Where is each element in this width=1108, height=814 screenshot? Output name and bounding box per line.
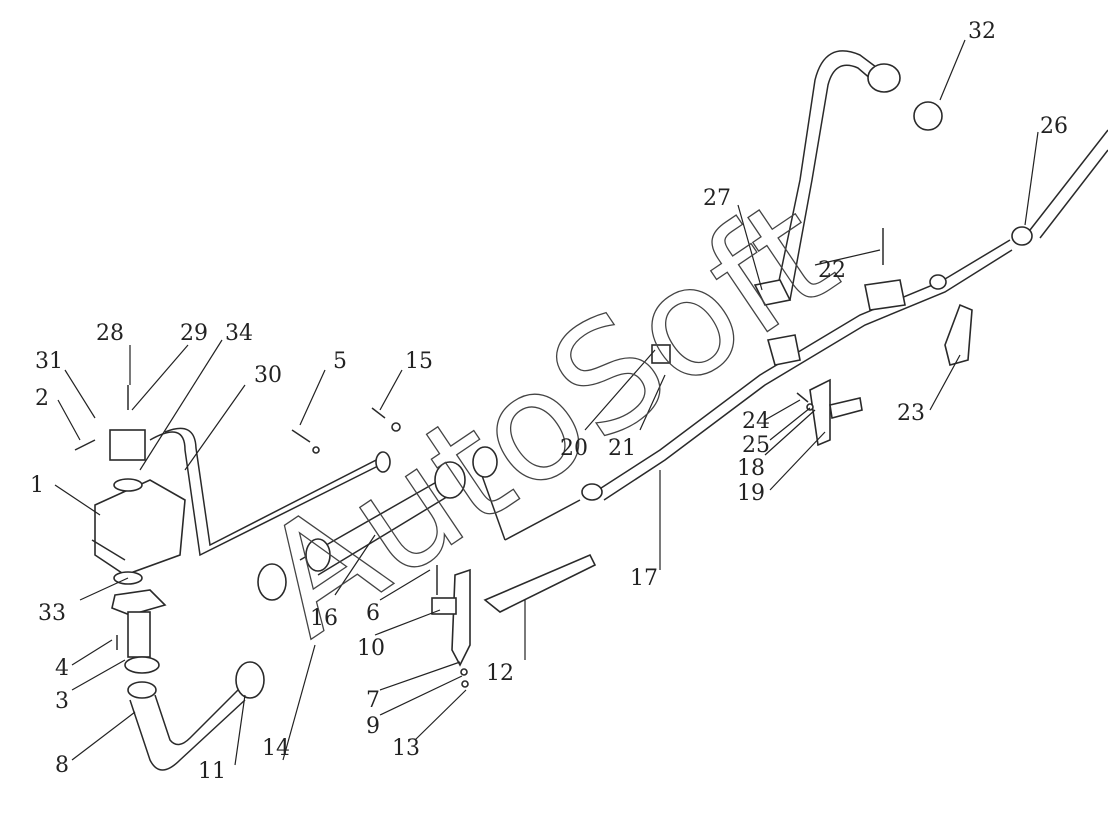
bolt-5 bbox=[291, 429, 311, 443]
bolt-15 bbox=[371, 407, 386, 419]
callout-27: 27 bbox=[703, 186, 731, 211]
pipe-nut-2 bbox=[929, 274, 947, 290]
callout-30: 30 bbox=[254, 363, 282, 388]
callout-17: 17 bbox=[630, 566, 658, 591]
nut-13 bbox=[461, 680, 469, 688]
bracket-12 bbox=[483, 553, 597, 613]
washer-9 bbox=[460, 668, 468, 676]
callout-9: 9 bbox=[366, 714, 380, 739]
callout-31: 31 bbox=[35, 349, 63, 374]
hose-clamp-2 bbox=[257, 563, 287, 601]
leader-lines bbox=[54, 39, 1039, 766]
bolt-2 bbox=[74, 439, 96, 451]
adapter-32 bbox=[913, 101, 943, 131]
callout-28: 28 bbox=[96, 321, 124, 346]
callout-24: 24 bbox=[742, 409, 770, 434]
callout-11: 11 bbox=[198, 759, 226, 784]
callout-15: 15 bbox=[405, 349, 433, 374]
callout-7: 7 bbox=[366, 688, 380, 713]
callout-34: 34 bbox=[225, 321, 253, 346]
union-nut-32 bbox=[867, 63, 901, 93]
pipe-nut bbox=[581, 483, 603, 501]
callout-4: 4 bbox=[55, 656, 69, 681]
callout-25: 25 bbox=[742, 433, 770, 458]
callout-32: 32 bbox=[968, 19, 996, 44]
callout-19: 19 bbox=[737, 481, 765, 506]
callout-16: 16 bbox=[310, 606, 338, 631]
callout-14: 14 bbox=[262, 736, 290, 761]
parts bbox=[74, 63, 1033, 699]
callout-5: 5 bbox=[333, 349, 347, 374]
callout-2: 2 bbox=[35, 386, 49, 411]
callout-33: 33 bbox=[38, 601, 66, 626]
hose-clamp bbox=[235, 661, 265, 699]
bracket-10 bbox=[451, 568, 471, 667]
callout-18: 18 bbox=[737, 456, 765, 481]
pipework bbox=[129, 50, 1108, 771]
callout-22: 22 bbox=[818, 258, 846, 283]
hose-clamp-3 bbox=[434, 461, 466, 499]
bolt-24 bbox=[796, 392, 809, 403]
bracket-18 bbox=[809, 378, 831, 447]
pipe-clamp-27 bbox=[753, 279, 792, 306]
callout-12: 12 bbox=[486, 661, 514, 686]
callout-20: 20 bbox=[560, 436, 588, 461]
pipe-clamp bbox=[766, 334, 801, 366]
pipe-clamp-22 bbox=[864, 279, 906, 311]
callout-3: 3 bbox=[55, 689, 69, 714]
gear-pump bbox=[94, 479, 186, 576]
callout-13: 13 bbox=[392, 736, 420, 761]
callout-1: 1 bbox=[30, 473, 44, 498]
callout-6: 6 bbox=[366, 601, 380, 626]
callout-26: 26 bbox=[1040, 114, 1068, 139]
pump-flange-block bbox=[109, 429, 146, 461]
suction-flange bbox=[111, 589, 167, 616]
callout-29: 29 bbox=[180, 321, 208, 346]
callout-23: 23 bbox=[897, 401, 925, 426]
callout-21: 21 bbox=[608, 436, 636, 461]
callout-8: 8 bbox=[55, 753, 69, 778]
bracket-23 bbox=[944, 303, 973, 366]
callout-10: 10 bbox=[357, 636, 385, 661]
callout-labels: 1 2 3 4 5 6 7 8 9 10 11 12 13 14 15 16 1… bbox=[30, 19, 1068, 784]
union-nut-26 bbox=[1011, 226, 1033, 246]
